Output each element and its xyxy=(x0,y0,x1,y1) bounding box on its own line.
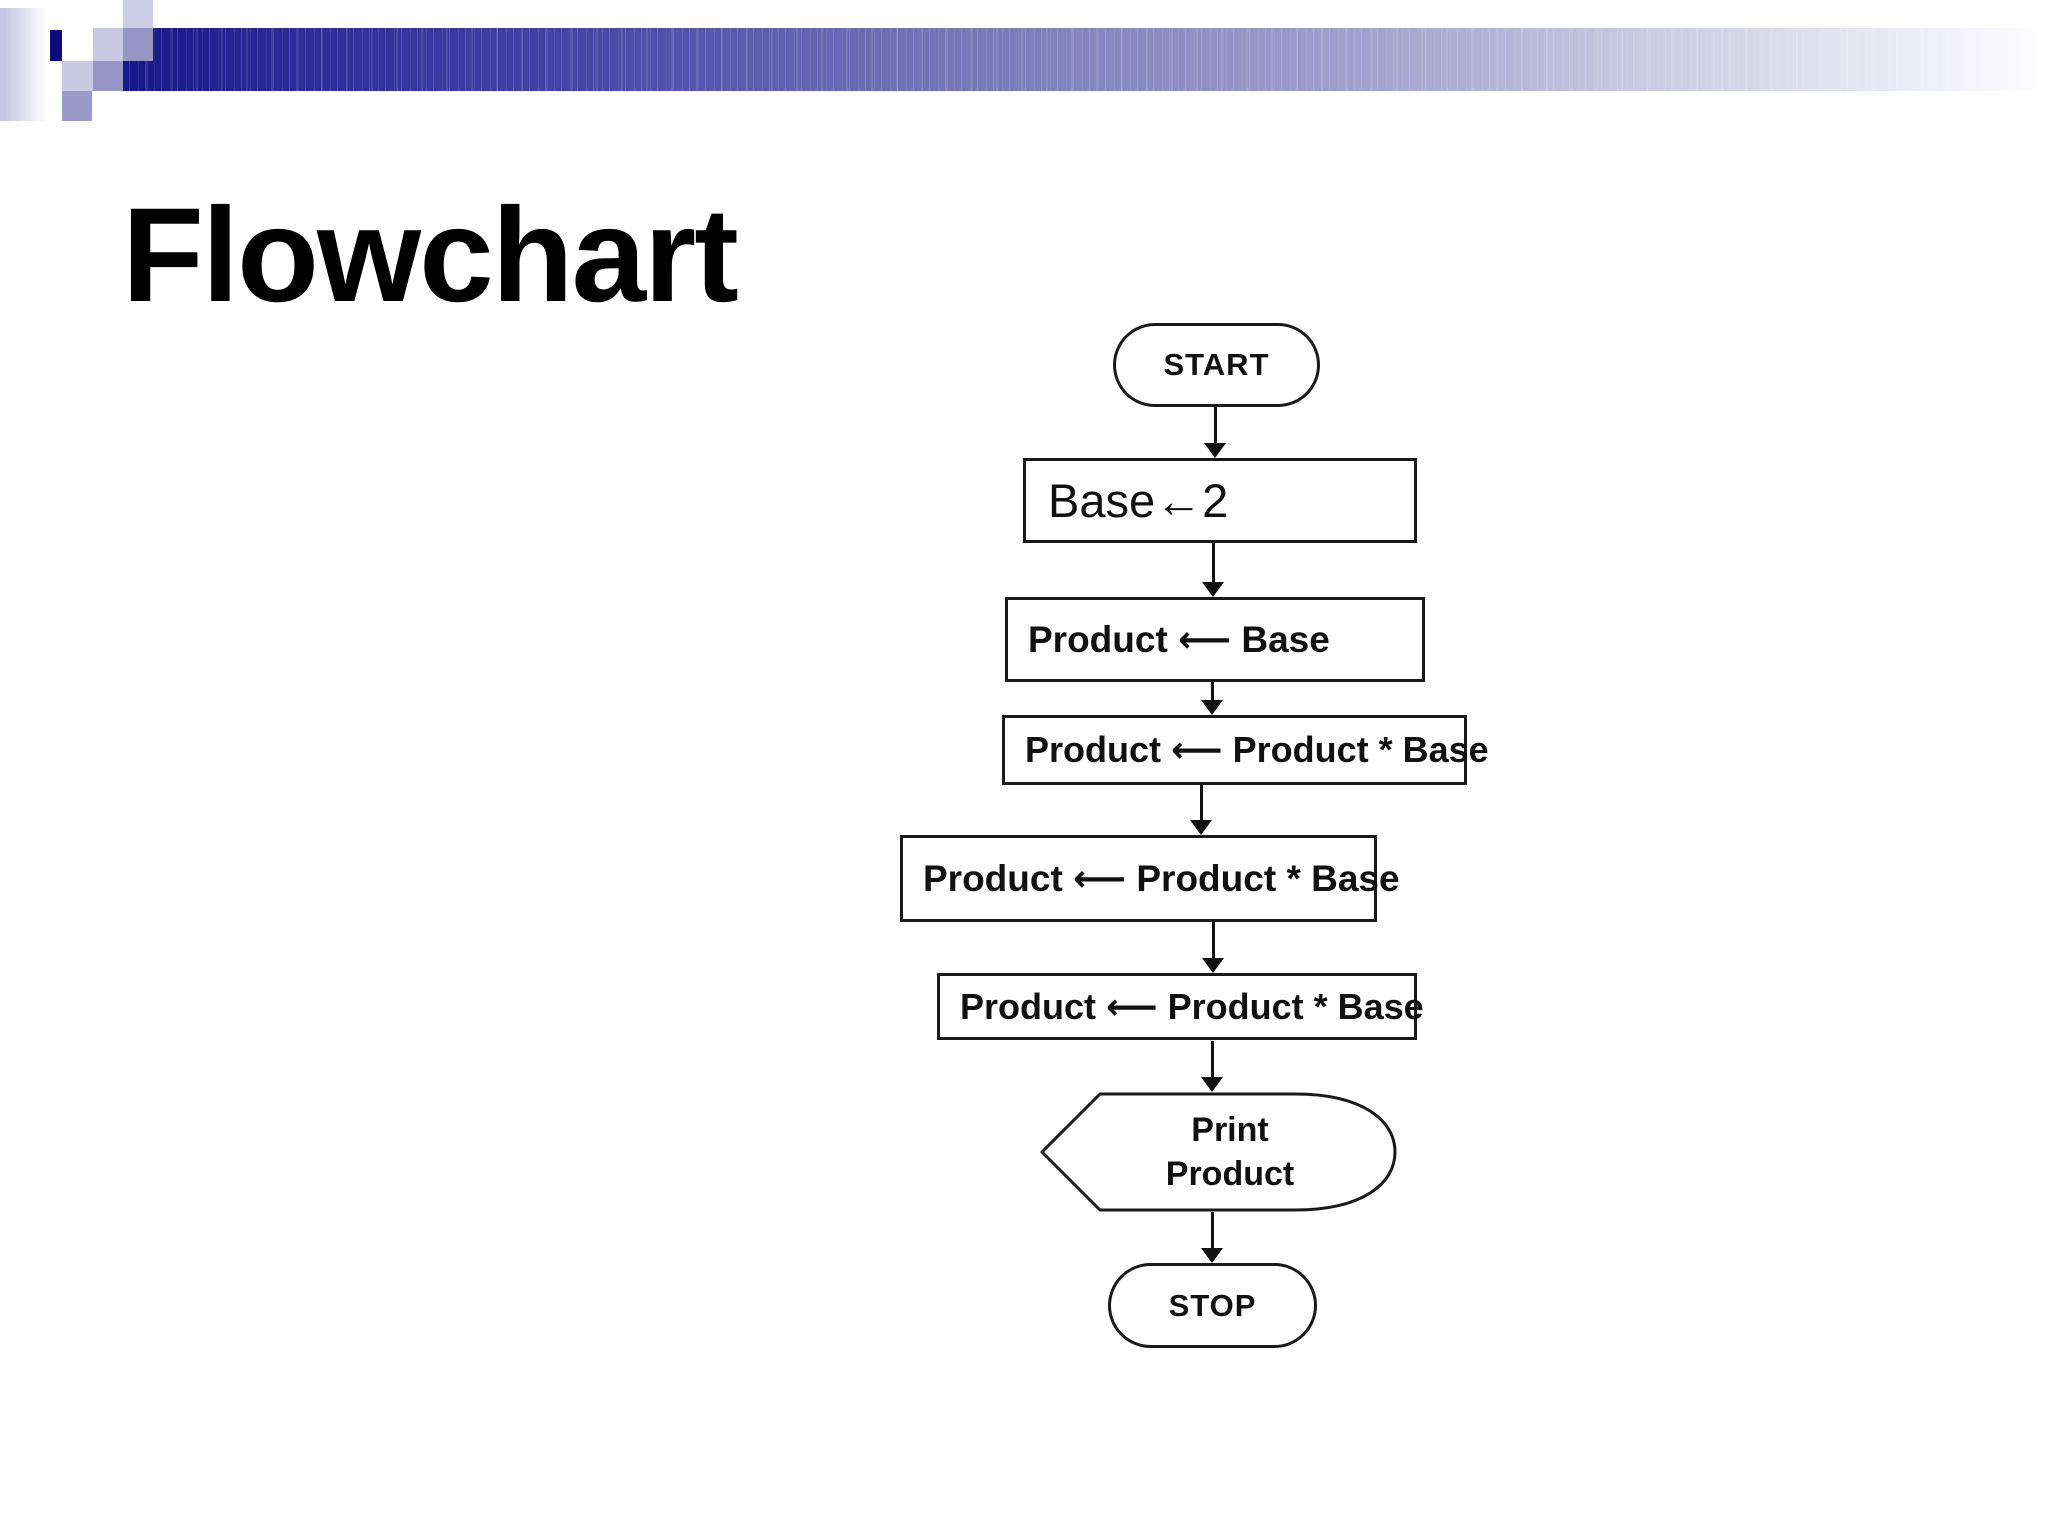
flow-arrow xyxy=(1204,407,1226,458)
flow-node-start: START xyxy=(1113,323,1320,407)
flow-node-label: Product ⟵ Product * Base xyxy=(923,858,1400,899)
flow-node-label: Product ⟵ Product * Base xyxy=(960,985,1424,1027)
deco-square-light-1 xyxy=(93,28,123,61)
flow-node-label: STOP xyxy=(1168,1287,1257,1323)
flow-node-label: START xyxy=(1163,347,1270,382)
flow-node-assign-base: Base←2 xyxy=(1023,458,1417,543)
flow-arrow xyxy=(1202,543,1224,597)
flow-arrow xyxy=(1202,920,1224,973)
deco-square-medium-2 xyxy=(93,61,123,91)
deco-left-strip xyxy=(0,8,50,121)
arrow-head-icon xyxy=(1201,1077,1223,1092)
display-shape-outline xyxy=(1040,1092,1397,1212)
flow-arrow xyxy=(1201,1041,1223,1092)
flow-node-assign-product: Product ⟵ Base xyxy=(1005,597,1425,682)
flow-node-multiply-2: Product ⟵ Product * Base xyxy=(900,835,1400,922)
arrow-head-icon xyxy=(1202,582,1224,597)
deco-square-medium-3 xyxy=(62,91,92,121)
header-gradient-bar xyxy=(123,28,2048,91)
arrow-head-icon xyxy=(1202,958,1224,973)
flow-node-label: Base←2 xyxy=(1048,474,1229,527)
deco-square-medium-1 xyxy=(123,28,153,61)
flow-arrow xyxy=(1201,1212,1223,1263)
arrow-head-icon xyxy=(1201,700,1223,715)
flow-node-label: Product ⟵ Base xyxy=(1028,619,1330,660)
flow-arrow xyxy=(1190,785,1212,835)
arrow-head-icon xyxy=(1201,1248,1223,1263)
flow-node-stop: STOP xyxy=(1108,1263,1317,1348)
deco-square-pale xyxy=(123,0,153,28)
flow-node-multiply-1: Product ⟵ Product * Base xyxy=(1002,715,1489,785)
arrow-head-icon xyxy=(1190,820,1212,835)
page-title: Flowchart xyxy=(122,181,739,330)
flow-node-print-product: Print Product xyxy=(1040,1092,1397,1212)
flow-node-multiply-3: Product ⟵ Product * Base xyxy=(937,973,1424,1040)
flow-node-label: Product ⟵ Product * Base xyxy=(1025,729,1489,770)
flow-node-label: Print Product xyxy=(1165,1111,1295,1193)
flow-arrow xyxy=(1201,682,1223,715)
deco-square-light-2 xyxy=(62,61,93,91)
arrow-head-icon xyxy=(1204,443,1226,458)
